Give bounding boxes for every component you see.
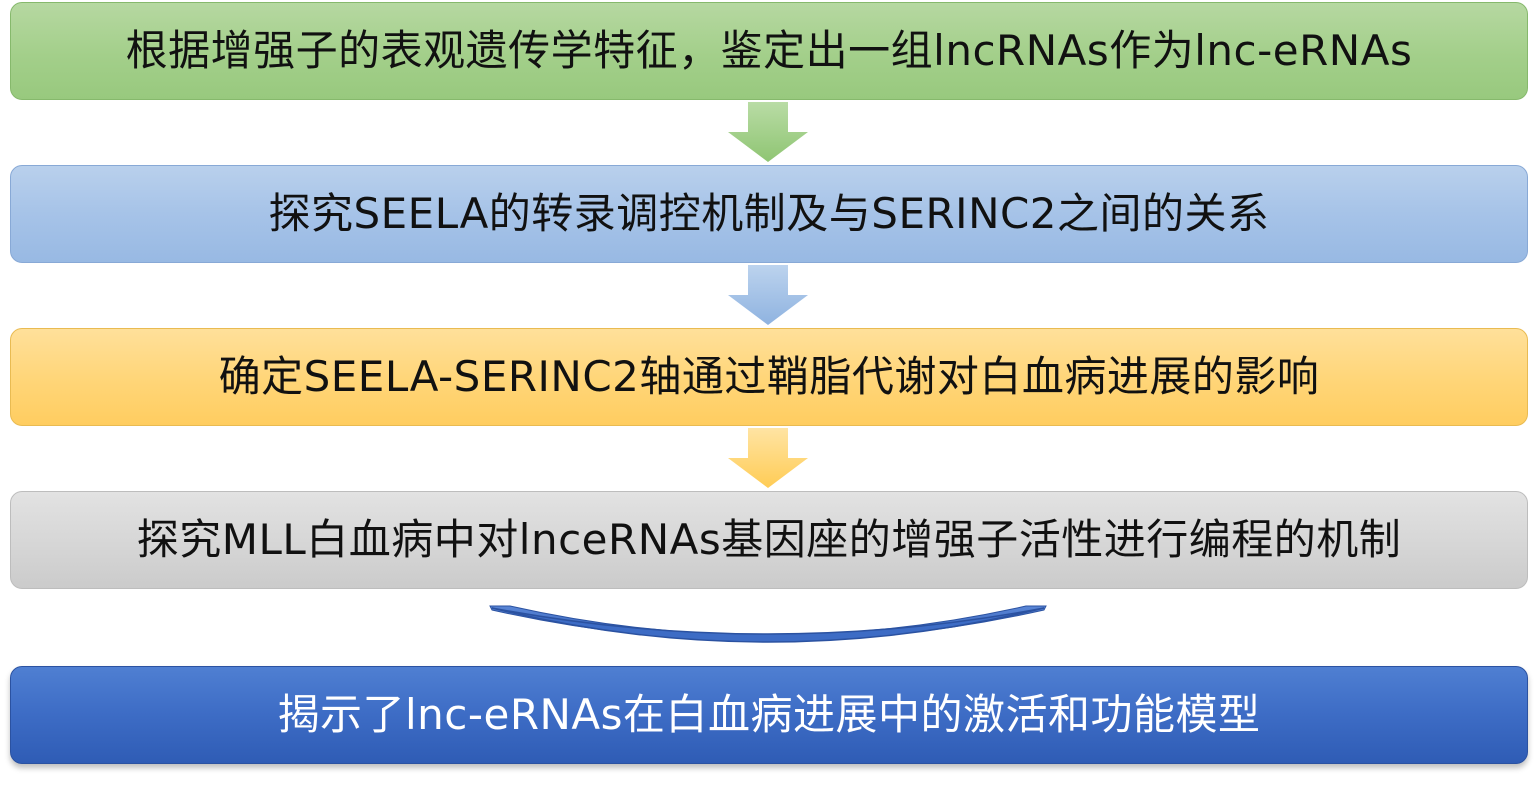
step-3-box: 确定SEELA-SERINC2轴通过鞘脂代谢对白血病进展的影响 (10, 328, 1528, 426)
step-2-label: 探究SEELA的转录调控机制及与SERINC2之间的关系 (268, 189, 1270, 238)
conclusion-box: 揭示了lnc-eRNAs在白血病进展中的激活和功能模型 (10, 666, 1528, 764)
down-arrow-icon (728, 265, 808, 325)
step-2-box: 探究SEELA的转录调控机制及与SERINC2之间的关系 (10, 165, 1528, 263)
step-4-box: 探究MLL白血病中对lnceRNAs基因座的增强子活性进行编程的机制 (10, 491, 1528, 589)
curved-brace-icon (489, 605, 1047, 643)
conclusion-label: 揭示了lnc-eRNAs在白血病进展中的激活和功能模型 (277, 690, 1261, 739)
down-arrow-icon (728, 102, 808, 162)
step-4-label: 探究MLL白血病中对lnceRNAs基因座的增强子活性进行编程的机制 (136, 515, 1402, 564)
step-1-box: 根据增强子的表观遗传学特征，鉴定出一组lncRNAs作为lnc-eRNAs (10, 2, 1528, 100)
down-arrow-icon (728, 428, 808, 488)
step-1-label: 根据增强子的表观遗传学特征，鉴定出一组lncRNAs作为lnc-eRNAs (125, 26, 1413, 75)
step-3-label: 确定SEELA-SERINC2轴通过鞘脂代谢对白血病进展的影响 (218, 352, 1320, 401)
